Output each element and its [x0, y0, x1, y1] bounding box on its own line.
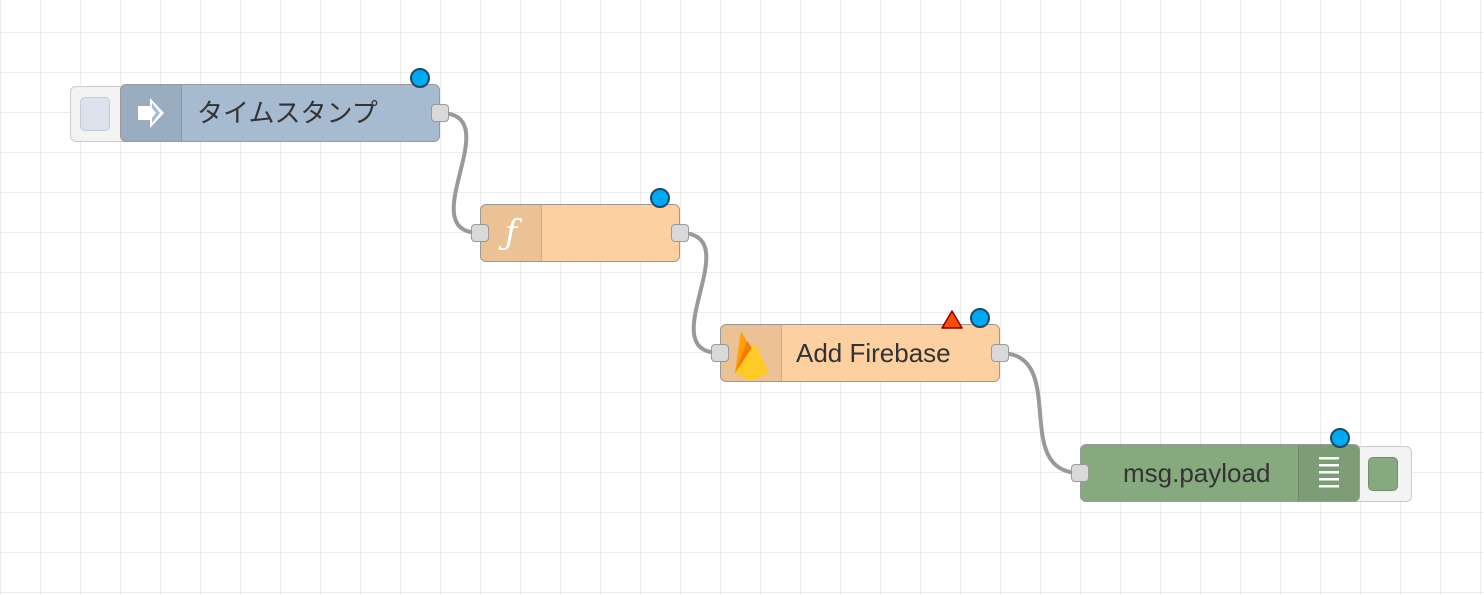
- debug-node-icon-area: [1298, 445, 1359, 501]
- wire-function-to-firebase[interactable]: [678, 231, 722, 355]
- firebase-node-label: Add Firebase: [796, 338, 951, 368]
- function-node-icon-area: ƒ: [481, 205, 542, 261]
- function-input-port[interactable]: [471, 224, 489, 242]
- debug-list-icon: [1319, 457, 1339, 488]
- wire-inject-to-function[interactable]: [438, 111, 482, 235]
- inject-changed-indicator: [410, 68, 430, 88]
- inject-output-port[interactable]: [431, 104, 449, 122]
- inject-node-icon-area: [121, 85, 182, 141]
- debug-input-port[interactable]: [1071, 464, 1089, 482]
- firebase-node-icon-area: [721, 325, 782, 381]
- debug-toggle-button-face: [1368, 457, 1398, 491]
- inject-node-label: タイムスタンプ: [197, 98, 378, 128]
- firebase-output-port[interactable]: [991, 344, 1009, 362]
- warning-triangle-icon: [941, 310, 963, 329]
- inject-trigger-button-face: [80, 97, 110, 131]
- inject-node[interactable]: タイムスタンプ: [120, 84, 440, 142]
- debug-toggle-button[interactable]: [1350, 446, 1412, 502]
- debug-changed-indicator: [1330, 428, 1350, 448]
- firebase-input-port[interactable]: [711, 344, 729, 362]
- firebase-icon: [735, 331, 769, 381]
- firebase-node[interactable]: Add Firebase: [720, 324, 1000, 382]
- function-icon: ƒ: [504, 213, 518, 253]
- function-changed-indicator: [650, 188, 670, 208]
- wire-firebase-to-debug[interactable]: [998, 351, 1082, 475]
- debug-node[interactable]: msg.payload: [1080, 444, 1360, 502]
- function-node[interactable]: ƒ: [480, 204, 680, 262]
- firebase-changed-indicator: [970, 308, 990, 328]
- debug-node-label: msg.payload: [1123, 458, 1271, 488]
- function-output-port[interactable]: [671, 224, 689, 242]
- arrow-in-icon: [138, 98, 164, 128]
